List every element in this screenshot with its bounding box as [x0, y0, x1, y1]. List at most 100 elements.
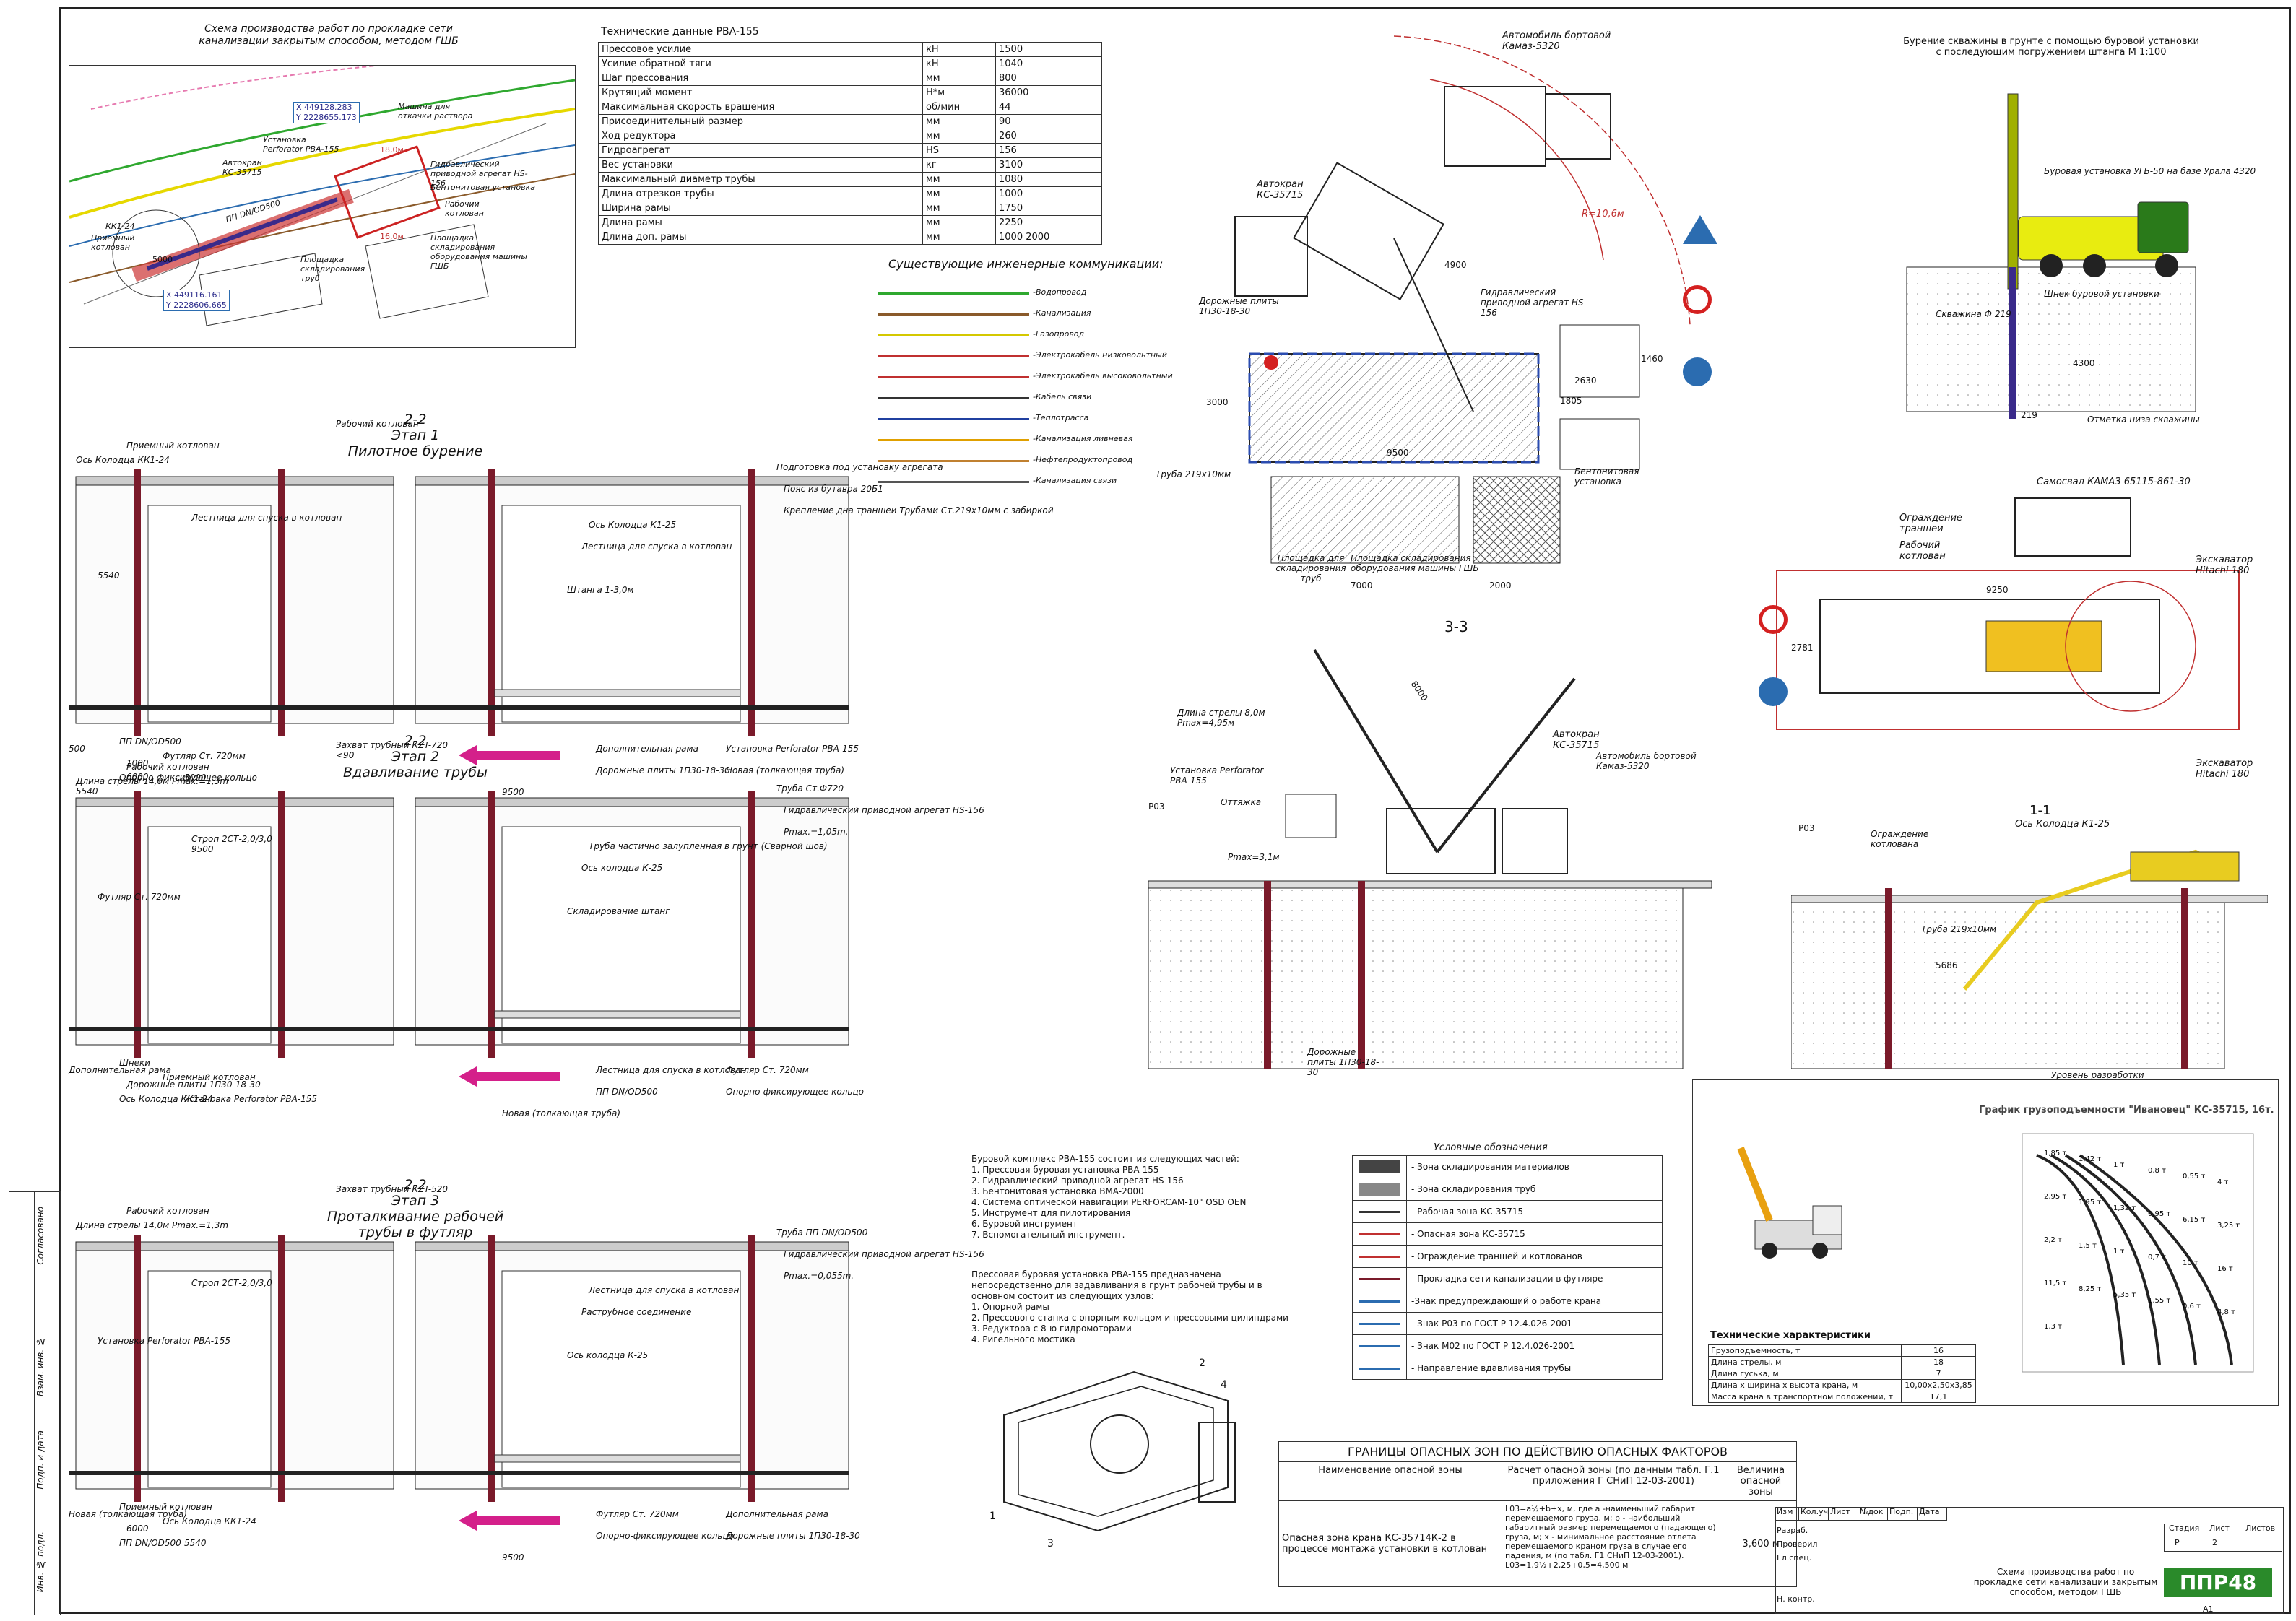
- stage2-label: Новая (толкающая труба): [502, 1108, 621, 1118]
- chars-val: 18: [1901, 1356, 1976, 1368]
- stage2-label: Гидравлический приводной агрегат HS-156: [784, 805, 984, 815]
- stage1-drawing: [69, 469, 849, 765]
- spec-cell: кН: [922, 56, 996, 71]
- drill-hole-label: Скважина Ф 219: [1936, 309, 2011, 319]
- spec-cell: Длина отрезков трубы: [598, 186, 923, 201]
- legend-label: - Знак Р03 по ГОСТ Р 12.4.026-2001: [1411, 1318, 1573, 1329]
- drill-auger-label: Шнек буровой установки: [2044, 289, 2159, 299]
- stage3-label: Ось колодца К-25: [567, 1350, 649, 1360]
- spec-cell: мм: [922, 215, 996, 230]
- utility-label: -Газопровод: [1033, 329, 1085, 339]
- stage1-label: Ось Колодца КК1-24: [76, 455, 170, 465]
- utility-line: [878, 397, 1029, 399]
- spec-cell: кН: [922, 42, 996, 57]
- stage2-label: Дополнительная рама: [69, 1065, 171, 1075]
- hazard-row-value: 3,600 м: [1725, 1500, 1797, 1587]
- utility-label: -Электрокабель высоковольтный: [1033, 371, 1173, 381]
- legend-row: - Зона складирования материалов: [1353, 1156, 1662, 1178]
- tb-hdr-cell: Изм: [1775, 1507, 1799, 1521]
- sheets-lbl: Листов: [2245, 1524, 2276, 1533]
- note-line: 3. Редуктора с 8-ю гидромоторами: [971, 1324, 1132, 1334]
- drill-dim-219: 219: [2021, 410, 2037, 420]
- legend-symbol: [1353, 1290, 1407, 1312]
- plan-dim-9500: 9500: [1387, 448, 1409, 458]
- drill-rig-label: Буровая установка УГБ-50 на базе Урала 4…: [2044, 166, 2256, 176]
- load-label: 1,85 т: [2044, 1150, 2066, 1157]
- load-chart-grid: [2022, 1133, 2254, 1373]
- hazard-col1: Наименование опасной зоны: [1278, 1461, 1502, 1501]
- plan-view-drawing: R=10,6м: [1234, 35, 1691, 564]
- drilling-detail: Буровая установка УГБ-50 на базе Урала 4…: [1834, 79, 2268, 440]
- section-33-title: 3-3: [1444, 618, 1468, 635]
- load-label: 1,5 т: [2079, 1242, 2097, 1250]
- spec-cell: Присоединительный размер: [598, 114, 923, 129]
- legend-symbol: [1353, 1178, 1407, 1200]
- stage2-label: Pmax.=1,05m.: [784, 827, 849, 837]
- chars-val: 7: [1901, 1368, 1976, 1380]
- sheet-val: 2: [2212, 1538, 2217, 1547]
- legend-row: - Ограждение траншей и котлованов: [1353, 1245, 1662, 1267]
- chars-key: Длина х ширина х высота крана, м: [1708, 1379, 1902, 1391]
- stage3-stage-name: Проталкивание рабочей трубы в футляр: [326, 1209, 504, 1240]
- spec-cell: мм: [922, 201, 996, 216]
- site-label-well: КК1-24: [105, 222, 135, 231]
- spec-cell: мм: [922, 230, 996, 245]
- plan-hs-label: Гидравлический приводной агрегат HS-156: [1481, 287, 1587, 318]
- chars-key: Грузоподъемность, т: [1708, 1344, 1902, 1357]
- spec-cell: Шаг прессования: [598, 71, 923, 86]
- stage2-label: <90: [336, 750, 355, 760]
- stage1-label: 9500: [502, 787, 524, 797]
- utility-label: -Нефтепродуктопровод: [1033, 455, 1133, 464]
- utility-label: -Кабель связи: [1033, 392, 1092, 401]
- note-line: 2. Прессового станка с опорным кольцом и…: [971, 1313, 1288, 1323]
- note-line: 6. Буровой инструмент: [971, 1219, 1078, 1229]
- excavator-plan: Самосвал КАМАЗ 65115-861-30 Ограждение т…: [1755, 469, 2275, 744]
- legend-label: - Зона складирования труб: [1411, 1184, 1536, 1194]
- plan-bent-label: Бентонитовая установка: [1574, 466, 1639, 487]
- stage1-label: Лестница для спуска в котлован: [581, 542, 732, 552]
- s33-rig-label: Установка Perforator PBA-155: [1170, 765, 1264, 786]
- hazard-col2: Расчет опасной зоны (по данным табл. Г.1…: [1502, 1461, 1725, 1501]
- stage2-label: Ось Колодца КК1-24: [119, 1094, 213, 1104]
- exc-pit-label: Рабочий котлован: [1899, 540, 1946, 562]
- legend-swatch: [1359, 1255, 1400, 1258]
- stage1-label: Дорожные плиты 1П30-18-30: [596, 765, 730, 775]
- load-label: 4,8 т: [2217, 1308, 2235, 1316]
- legend-symbol: [1353, 1223, 1407, 1245]
- note-line: 2. Гидравлический приводной агрегат HS-1…: [971, 1175, 1184, 1186]
- crane-photo: [1733, 1141, 1856, 1271]
- legend-swatch: [1359, 1367, 1400, 1370]
- legend-swatch: [1359, 1183, 1400, 1196]
- spec-table-title: Технические данные PBA-155: [601, 26, 759, 38]
- load-label: 4 т: [2217, 1178, 2229, 1186]
- s33-p03-label: Р03: [1148, 801, 1165, 812]
- site-label-equip-area: Площадка складирования оборудования маши…: [430, 233, 527, 271]
- site-label-working: Рабочий котлован: [445, 199, 484, 218]
- stage2-label: Приемный котлован: [163, 1072, 256, 1082]
- utility-line: [878, 481, 1029, 483]
- legend-label: - Направление вдавливания трубы: [1411, 1363, 1572, 1373]
- stage1-stage-name: Пилотное бурение: [347, 443, 483, 459]
- legend-swatch: [1359, 1300, 1400, 1303]
- exc-excavator-label: Экскаватор Hitachi 180: [2196, 555, 2253, 576]
- plan-view: R=10,6м Автомобиль бортовой Камаз-5320 А…: [1156, 22, 1704, 599]
- radius-label: R=10,6м: [1582, 209, 1624, 220]
- legend-row: - Направление вдавливания трубы: [1353, 1357, 1662, 1379]
- tb-role: Гл.спец.: [1777, 1553, 1812, 1563]
- plan-dim-4900: 4900: [1444, 260, 1467, 270]
- spec-cell: 90: [995, 114, 1102, 129]
- load-label: 1,32 т: [2113, 1204, 2136, 1212]
- stage3-label: Ось Колодца КК1-24: [163, 1516, 256, 1526]
- stage3-label: Раструбное соединение: [581, 1307, 692, 1317]
- legend-symbol: [1353, 1313, 1407, 1334]
- stage2-label: Дорожные плиты 1П30-18-30: [126, 1079, 261, 1090]
- hazard-row-calc: L03=a½+b+x, м, где а -наименьший габарит…: [1502, 1500, 1725, 1587]
- stage1-section-num: 2-2: [404, 412, 427, 427]
